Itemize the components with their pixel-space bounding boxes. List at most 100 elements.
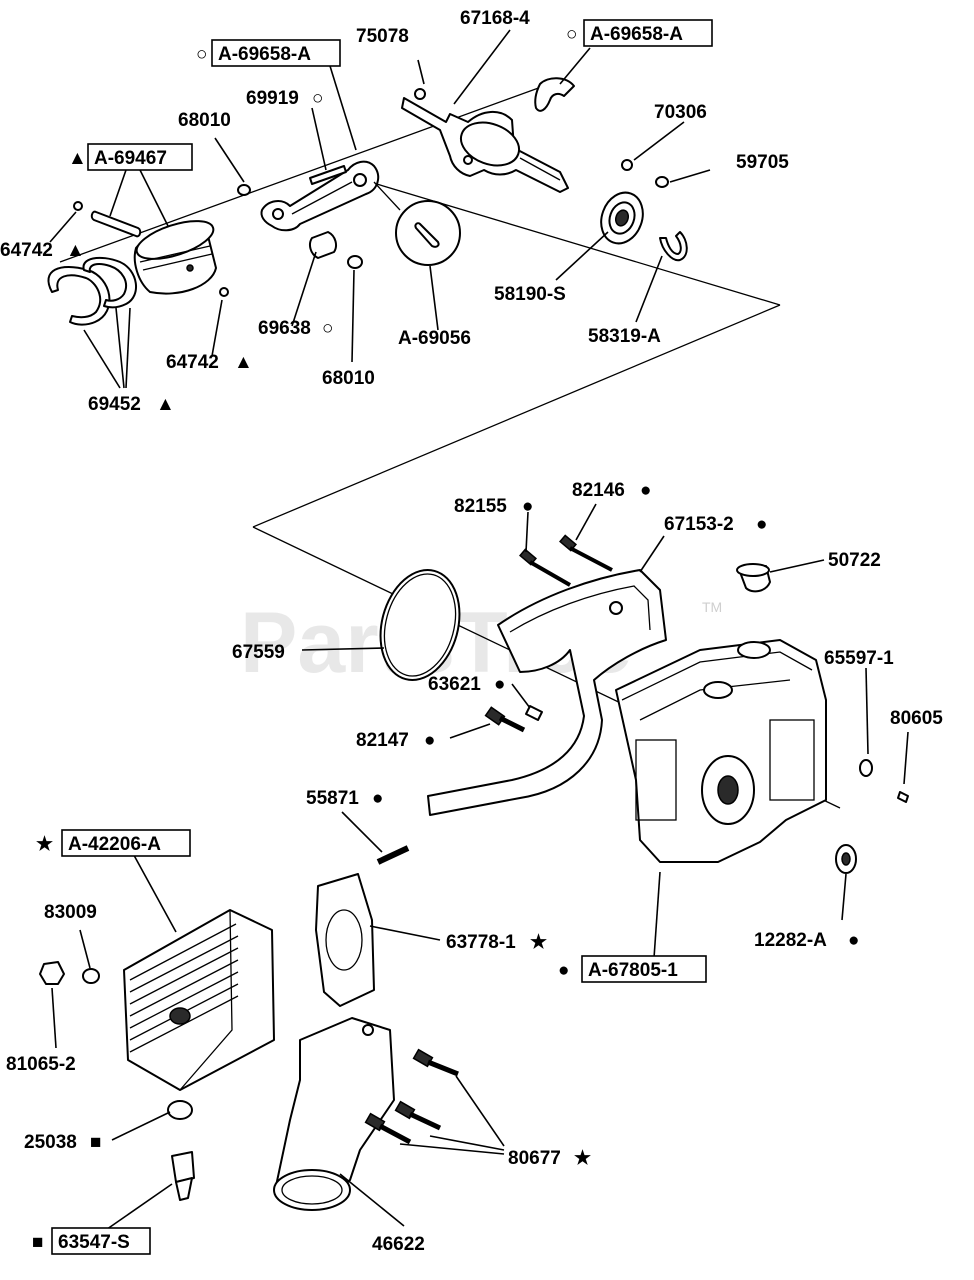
label-80605[interactable]: 80605 <box>890 708 943 729</box>
piston-icon <box>133 220 217 295</box>
needle-bearing-icon <box>309 231 337 259</box>
label-a-69467[interactable]: A-69467 <box>94 148 167 169</box>
fuel-cap-icon <box>736 563 771 593</box>
handle-frame-icon <box>427 569 667 816</box>
intake-elbow-icon <box>273 1017 395 1211</box>
symbol-square-25038: ■ <box>90 1132 101 1153</box>
box-a42206 <box>61 829 191 857</box>
spark-plug-icon <box>171 1151 195 1201</box>
washer-68010-top-icon <box>237 184 251 196</box>
leader-lines <box>49 29 909 1235</box>
label-55871[interactable]: 55871 <box>306 788 359 809</box>
label-a-67805-1[interactable]: A-67805-1 <box>588 960 678 981</box>
box-a67805 <box>581 955 707 983</box>
snap-ring-icon <box>659 231 688 262</box>
screw-80677-c-icon <box>364 1112 412 1145</box>
watermark-tm: TM <box>702 599 722 615</box>
label-58319-a[interactable]: 58319-A <box>588 326 661 347</box>
label-67153-2[interactable]: 67153-2 <box>664 514 734 535</box>
label-81065-2[interactable]: 81065-2 <box>6 1054 76 1075</box>
nut-81065-icon <box>39 961 65 985</box>
label-82155[interactable]: 82155 <box>454 496 507 517</box>
label-69452[interactable]: 69452 <box>88 394 141 415</box>
clip-mid-icon <box>219 287 229 297</box>
label-63621[interactable]: 63621 <box>428 674 481 695</box>
label-59705[interactable]: 59705 <box>736 152 789 173</box>
label-a-69658-a-right[interactable]: A-69658-A <box>590 24 683 45</box>
label-82146[interactable]: 82146 <box>572 480 625 501</box>
label-83009[interactable]: 83009 <box>44 902 97 923</box>
symbol-filled-67153-2: ● <box>756 514 767 535</box>
label-58190-s[interactable]: 58190-S <box>494 284 566 305</box>
symbol-filled-12282-a: ● <box>848 930 859 951</box>
bolt-82147-icon <box>484 706 526 733</box>
needle-cage-icon <box>534 77 575 112</box>
nut-70306-icon <box>621 159 633 171</box>
label-50722[interactable]: 50722 <box>828 550 881 571</box>
cylinder-icon <box>123 909 275 1091</box>
symbol-filled-55871: ● <box>372 788 383 809</box>
label-68010-bot[interactable]: 68010 <box>322 368 375 389</box>
symbol-star-80677: ★ <box>574 1148 591 1169</box>
label-25038[interactable]: 25038 <box>24 1132 77 1153</box>
rod-bolt-icon <box>309 165 347 185</box>
box-63547 <box>51 1227 151 1255</box>
axis-line-link <box>252 304 781 528</box>
symbol-filled-82147: ● <box>424 730 435 751</box>
symbol-square-63547: ■ <box>32 1232 43 1253</box>
pin-detail-icon <box>373 181 461 266</box>
symbol-triangle-69452: ▲ <box>156 394 175 415</box>
connecting-rod-icon <box>260 160 380 232</box>
label-80677[interactable]: 80677 <box>508 1148 561 1169</box>
label-64742-left[interactable]: 64742 <box>0 240 53 261</box>
piston-pin-icon <box>90 210 142 238</box>
screw-80677-b-icon <box>394 1100 442 1131</box>
label-67559[interactable]: 67559 <box>232 642 285 663</box>
symbol-circle-open-69638: ○ <box>322 318 333 339</box>
stud-55871-icon <box>376 845 410 865</box>
label-67168-4[interactable]: 67168-4 <box>460 8 530 29</box>
label-70306[interactable]: 70306 <box>654 102 707 123</box>
crankcase-icon <box>615 639 827 863</box>
symbol-triangle-64742-left: ▲ <box>66 240 85 261</box>
ball-bearing-icon <box>600 191 644 245</box>
box-a69467 <box>87 143 193 171</box>
symbol-triangle-a69467: ▲ <box>68 148 87 169</box>
label-46622[interactable]: 46622 <box>372 1234 425 1255</box>
label-75078[interactable]: 75078 <box>356 26 409 47</box>
label-69638[interactable]: 69638 <box>258 318 311 339</box>
clip-65597-icon <box>859 759 873 777</box>
label-63778-1[interactable]: 63778-1 <box>446 932 516 953</box>
label-12282-a[interactable]: 12282-A <box>754 930 827 951</box>
symbol-triangle-64742-mid: ▲ <box>234 352 253 373</box>
axis-line-piston <box>59 81 556 263</box>
crankshaft-icon <box>401 88 569 193</box>
bolt-82146-icon <box>559 534 613 572</box>
label-82147[interactable]: 82147 <box>356 730 409 751</box>
symbol-star-63778-1: ★ <box>530 932 547 953</box>
piston-rings-icon <box>47 256 137 326</box>
spacer-63621-icon <box>525 705 543 721</box>
label-69919[interactable]: 69919 <box>246 88 299 109</box>
label-64742-mid[interactable]: 64742 <box>166 352 219 373</box>
screw-80677-a-icon <box>412 1048 459 1077</box>
box-a69658-right <box>583 19 713 47</box>
symbol-filled-63621: ● <box>494 674 505 695</box>
label-65597-1[interactable]: 65597-1 <box>824 648 894 669</box>
symbol-circle-open-a69658-left: ○ <box>196 44 207 65</box>
symbol-filled-82155: ● <box>522 496 533 517</box>
symbol-filled-82146: ● <box>640 480 651 501</box>
clip-left-icon <box>73 201 83 211</box>
label-68010-top[interactable]: 68010 <box>178 110 231 131</box>
symbol-circle-open-69919: ○ <box>312 88 323 109</box>
label-a-69658-a-left[interactable]: A-69658-A <box>218 44 311 65</box>
o-ring-icon <box>379 569 461 681</box>
label-a-42206-a[interactable]: A-42206-A <box>68 834 161 855</box>
label-a-69056[interactable]: A-69056 <box>398 328 471 349</box>
screw-80605-icon <box>897 791 909 803</box>
symbol-filled-a67805: ● <box>558 960 569 981</box>
washer-68010-bot-icon <box>347 255 363 269</box>
label-63547-s[interactable]: 63547-S <box>58 1232 130 1253</box>
